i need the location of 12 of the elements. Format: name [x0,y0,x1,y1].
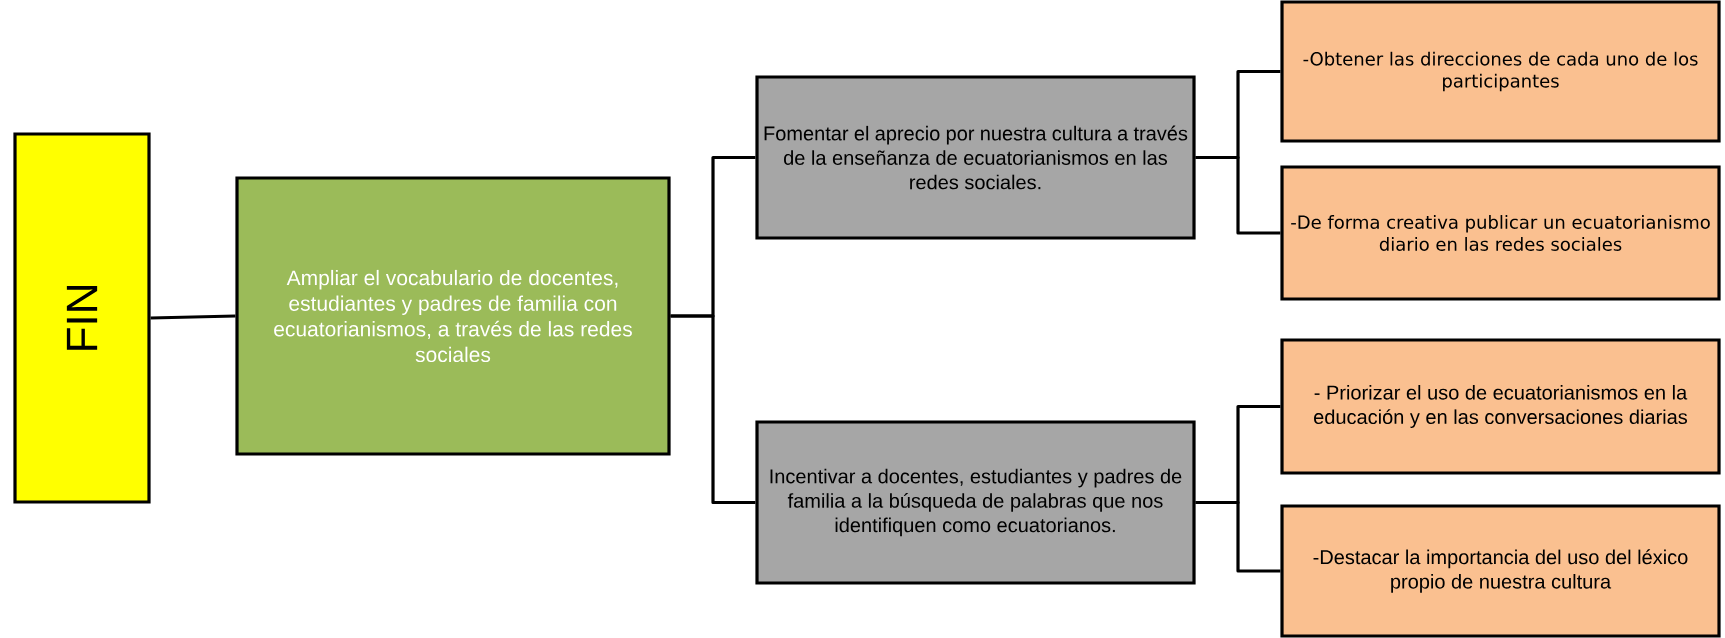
connector-line [1195,155,1281,235]
activity-box: -De forma creativa publicar un ecuatorianismo diario en las redes sociales [1280,165,1721,301]
component-box: Incentivar a docentes, estudiantes y padres de familia a la búsqueda de palabras que nos identifiquen como ecuatorianos. [755,420,1196,585]
connector-line [150,314,236,320]
activity-box: - Priorizar el uso de ecuatorianismos en la educación y en las conversaciones diarias [1280,338,1721,475]
purpose-box: Ampliar el vocabulario de docentes, estudiantes y padres de familia con ecuatorianismos, a través de las redes sociales [235,176,671,456]
connector-line [1195,500,1281,573]
component-box: Fomentar el aprecio por nuestra cultura a través de la enseñanza de ecuatorianismos en las redes sociales. [755,75,1196,240]
activity-box: -Obtener las direcciones de cada uno de los participantes [1280,0,1721,143]
connector-line [670,314,756,505]
activity-box: -Destacar la importancia del uso del léxico propio de nuestra cultura [1280,504,1721,638]
goal-box: FIN [13,132,151,504]
